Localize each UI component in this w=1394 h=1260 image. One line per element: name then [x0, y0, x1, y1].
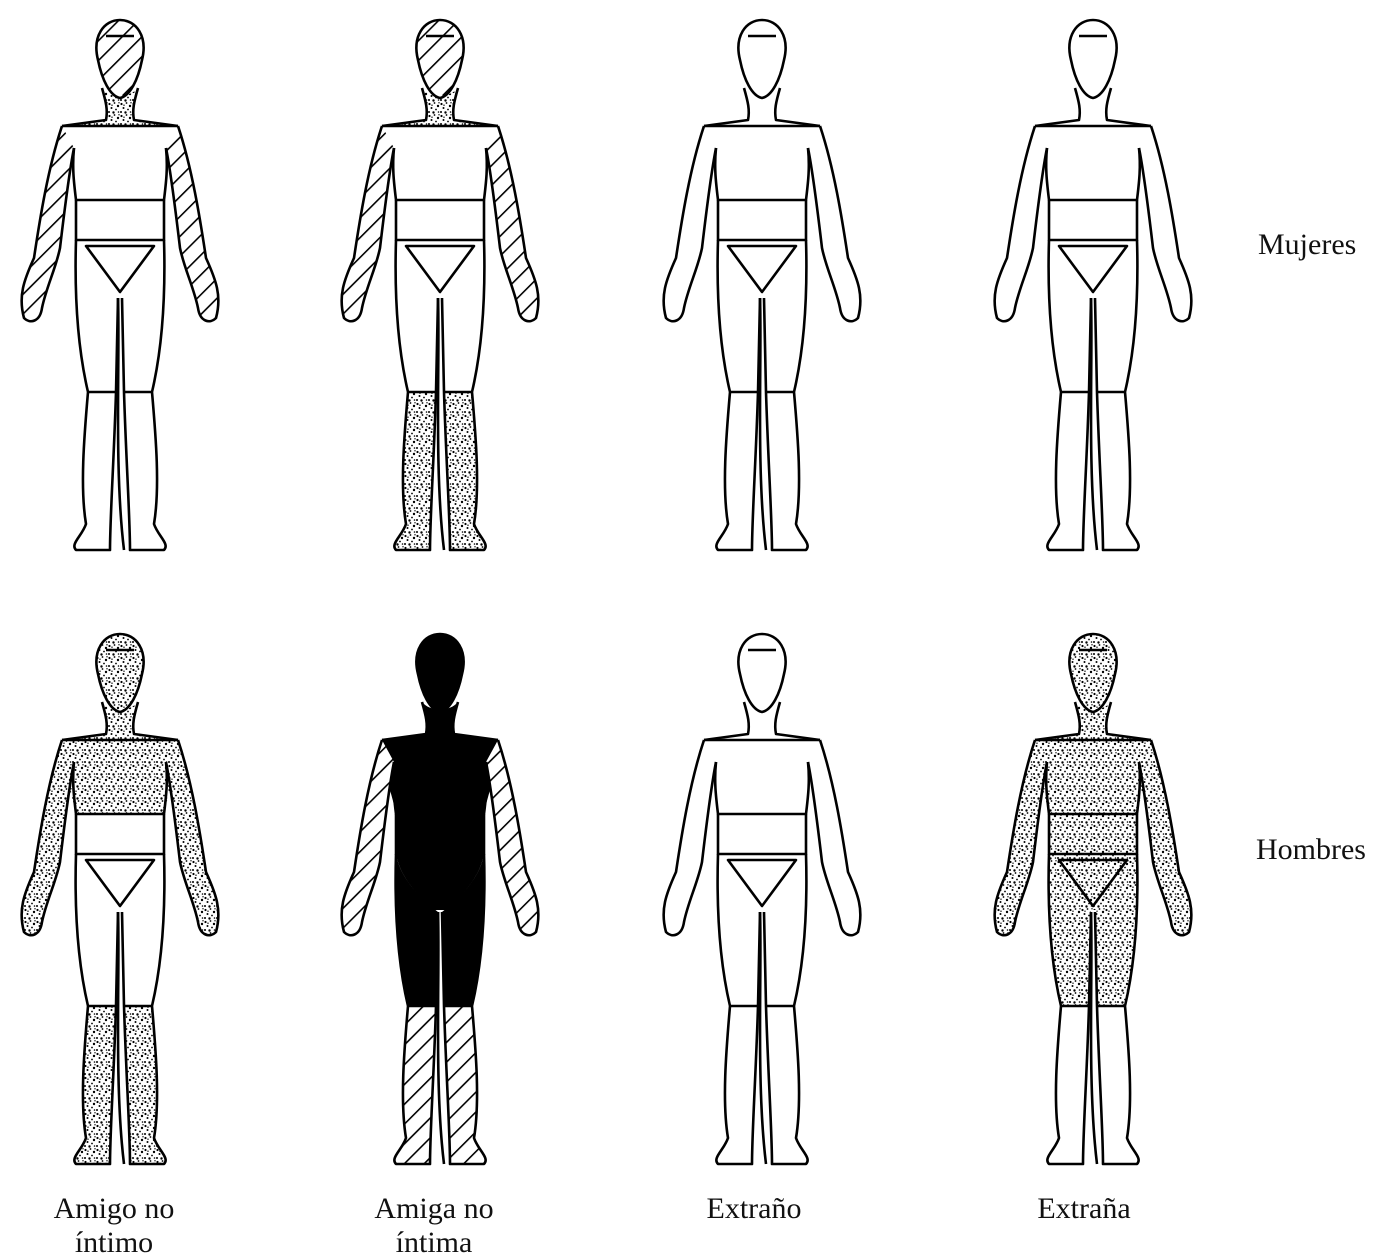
zone-belly: [76, 814, 164, 854]
zone-belly: [718, 814, 806, 854]
zone-legs: [394, 392, 485, 550]
zone-legs: [74, 392, 165, 550]
zone-chest: [1035, 740, 1151, 814]
outline-stroke: [62, 702, 107, 740]
outline-stroke: [133, 88, 178, 126]
zone-head: [738, 634, 785, 712]
outline-stroke: [133, 702, 178, 740]
outline-stroke: [1035, 702, 1080, 740]
zone-chest: [382, 126, 498, 200]
zone-head: [1069, 634, 1116, 712]
zone-chest: [382, 740, 498, 814]
zone-belly: [1049, 814, 1137, 854]
figure-women-c3: [664, 20, 861, 550]
row-label-women: Mujeres: [1258, 228, 1356, 262]
figure-women-c1: [22, 20, 219, 550]
zone-head: [416, 634, 463, 712]
zone-legs: [1047, 1006, 1138, 1164]
outline-stroke: [1106, 702, 1151, 740]
figure-men-c4: [995, 634, 1192, 1164]
figure-women-c2: [342, 20, 539, 550]
outline-stroke: [453, 88, 498, 126]
zone-legs: [1047, 392, 1138, 550]
zone-head: [738, 20, 785, 98]
zone-head: [96, 20, 143, 98]
zone-chest: [62, 126, 178, 200]
zone-chest: [1035, 126, 1151, 200]
column-label-amigo-no-intimo: Amigo no íntimo: [14, 1192, 214, 1260]
outline-stroke: [775, 88, 820, 126]
outline-stroke: [382, 88, 427, 126]
zone-chest: [704, 740, 820, 814]
zone-chest: [704, 126, 820, 200]
outline-stroke: [62, 88, 107, 126]
outline-stroke: [704, 702, 749, 740]
zone-legs: [716, 1006, 807, 1164]
figure-men-c1: [22, 634, 219, 1164]
outline-stroke: [1106, 88, 1151, 126]
figure-men-c3: [664, 634, 861, 1164]
zone-belly: [396, 200, 484, 240]
row-label-men: Hombres: [1256, 833, 1366, 867]
zone-belly: [1049, 200, 1137, 240]
zone-head: [1069, 20, 1116, 98]
zone-head: [96, 634, 143, 712]
zone-belly: [718, 200, 806, 240]
figure-women-c4: [995, 20, 1192, 550]
outline-stroke: [704, 88, 749, 126]
zone-head: [416, 20, 463, 98]
zone-belly: [76, 200, 164, 240]
column-label-extrano: Extraño: [654, 1192, 854, 1226]
zone-legs: [394, 1006, 485, 1164]
outline-stroke: [453, 702, 498, 740]
zone-legs: [74, 1006, 165, 1164]
column-label-extrana: Extraña: [984, 1192, 1184, 1226]
zone-legs: [716, 392, 807, 550]
column-label-amiga-no-intima: Amiga no íntima: [334, 1192, 534, 1260]
outline-stroke: [382, 702, 427, 740]
figure-men-c2: [342, 634, 539, 1164]
outline-stroke: [1035, 88, 1080, 126]
outline-stroke: [775, 702, 820, 740]
zone-chest: [62, 740, 178, 814]
zone-belly: [396, 814, 484, 854]
